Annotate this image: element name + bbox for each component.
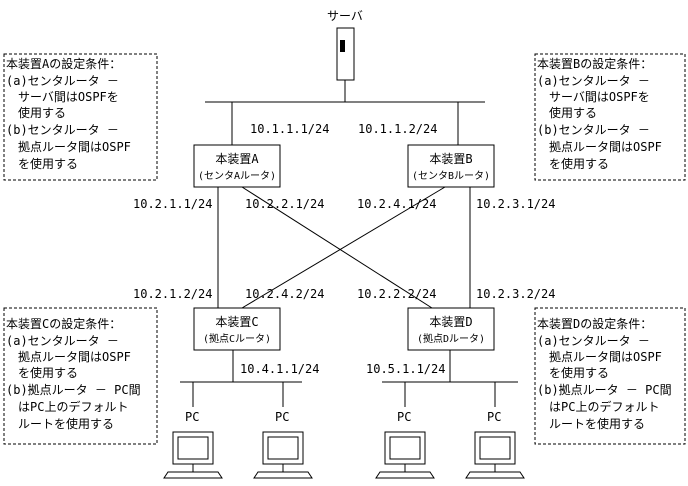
pc-3-label: PC bbox=[397, 410, 411, 424]
pc-1-icon bbox=[163, 431, 223, 479]
note-d-line: 本装置Dの設定条件： bbox=[537, 316, 652, 331]
addr-b-right: 10.2.3.1/24 bbox=[476, 197, 555, 211]
note-a-line: 拠点ルータ間はOSPF bbox=[6, 140, 131, 154]
addr-c-left: 10.2.1.2/24 bbox=[133, 287, 212, 301]
note-c-line: 拠点ルータ間はOSPF bbox=[6, 350, 131, 364]
note-b-line: (a)センタルータ － bbox=[537, 74, 650, 88]
note-d-line: ルートを使用する bbox=[537, 416, 645, 431]
pc-1-label: PC bbox=[185, 410, 199, 424]
device-b: 本装置B (センタBルータ) bbox=[407, 144, 495, 188]
note-c-line: (b)拠点ルータ － PC間 bbox=[6, 383, 141, 397]
note-c-line: を使用する bbox=[6, 365, 78, 380]
device-c: 本装置C (拠点Cルータ) bbox=[193, 307, 281, 351]
note-a-line: サーバ間はOSPFを bbox=[6, 90, 119, 104]
note-d-line: (b)拠点ルータ － PC間 bbox=[537, 383, 672, 397]
addr-a-right: 10.2.2.1/24 bbox=[245, 197, 324, 211]
note-a-line: (b)センタルータ － bbox=[6, 123, 119, 137]
device-a: 本装置A (センタAルータ) bbox=[193, 144, 281, 188]
note-b-line: サーバ間はOSPFを bbox=[537, 90, 650, 104]
note-a-line: 本装置Aの設定条件： bbox=[6, 56, 121, 71]
addr-d-left: 10.2.2.2/24 bbox=[357, 287, 436, 301]
pc-4-icon bbox=[465, 431, 525, 479]
device-d: 本装置D (拠点Dルータ) bbox=[407, 307, 495, 351]
note-b-line: 拠点ルータ間はOSPF bbox=[537, 140, 662, 154]
addr-a-left: 10.2.1.1/24 bbox=[133, 197, 212, 211]
note-a-line: (a)センタルータ － bbox=[6, 74, 119, 88]
pc-2-icon bbox=[253, 431, 313, 479]
server-icon bbox=[336, 27, 355, 81]
pc-4-label: PC bbox=[487, 410, 501, 424]
addr-a-server: 10.1.1.1/24 bbox=[250, 122, 329, 136]
link-b-c bbox=[241, 186, 446, 309]
note-d: 本装置Dの設定条件： (a)センタルータ － 拠点ルータ間はOSPF を使用する… bbox=[534, 307, 686, 445]
addr-c-right: 10.2.4.2/24 bbox=[245, 287, 324, 301]
note-d-line: (a)センタルータ － bbox=[537, 334, 650, 348]
device-b-title: 本装置B bbox=[429, 152, 472, 166]
device-c-sub: (拠点Cルータ) bbox=[203, 332, 271, 345]
note-b-line: (b)センタルータ － bbox=[537, 123, 650, 137]
note-b-line: 使用する bbox=[537, 105, 597, 120]
pc-3-icon bbox=[375, 431, 435, 479]
note-a-line: を使用する bbox=[6, 156, 78, 171]
addr-b-left: 10.2.4.1/24 bbox=[357, 197, 436, 211]
server-label: サーバ bbox=[327, 9, 363, 23]
device-a-title: 本装置A bbox=[215, 152, 259, 166]
addr-d-lan: 10.5.1.1/24 bbox=[366, 362, 445, 376]
pc-2-label: PC bbox=[275, 410, 289, 424]
device-d-title: 本装置D bbox=[429, 315, 472, 329]
note-c-line: 本装置Cの設定条件： bbox=[6, 316, 121, 331]
addr-b-server: 10.1.1.2/24 bbox=[358, 122, 437, 136]
note-b: 本装置Bの設定条件： (a)センタルータ － サーバ間はOSPFを 使用する (… bbox=[534, 53, 686, 181]
note-c-line: はPC上のデフォルト bbox=[6, 399, 128, 414]
device-c-title: 本装置C bbox=[215, 315, 258, 329]
link-a-d bbox=[241, 186, 433, 309]
addr-d-right: 10.2.3.2/24 bbox=[476, 287, 555, 301]
note-d-line: はPC上のデフォルト bbox=[537, 399, 659, 414]
note-b-line: を使用する bbox=[537, 156, 609, 171]
device-a-sub: (センタAルータ) bbox=[198, 170, 276, 182]
note-a-line: 使用する bbox=[6, 105, 66, 120]
addr-c-lan: 10.4.1.1/24 bbox=[240, 362, 319, 376]
note-d-line: を使用する bbox=[537, 365, 609, 380]
note-c: 本装置Cの設定条件： (a)センタルータ － 拠点ルータ間はOSPF を使用する… bbox=[3, 307, 158, 445]
note-d-line: 拠点ルータ間はOSPF bbox=[537, 350, 662, 364]
device-b-sub: (センタBルータ) bbox=[412, 170, 490, 182]
note-c-line: (a)センタルータ － bbox=[6, 334, 119, 348]
note-b-line: 本装置Bの設定条件： bbox=[537, 56, 652, 71]
note-c-line: ルートを使用する bbox=[6, 416, 114, 431]
device-d-sub: (拠点Dルータ) bbox=[417, 332, 485, 345]
note-a: 本装置Aの設定条件： (a)センタルータ － サーバ間はOSPFを 使用する (… bbox=[3, 53, 158, 181]
